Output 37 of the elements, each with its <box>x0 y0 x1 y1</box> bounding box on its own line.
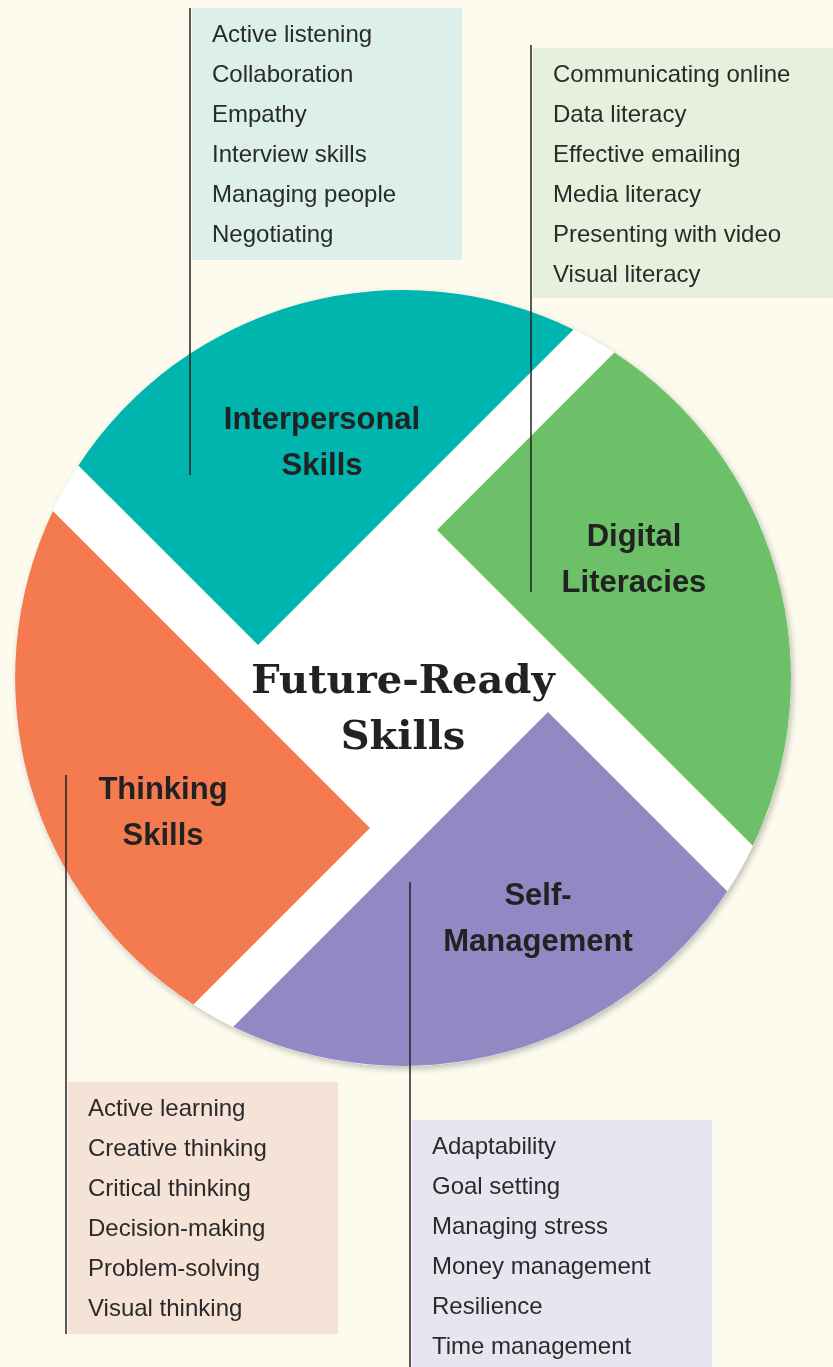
list-item: Managing stress <box>432 1211 609 1241</box>
leader-line <box>530 44 532 593</box>
list-item: Empathy <box>212 99 307 129</box>
list-panel <box>533 48 833 298</box>
list-item: Active learning <box>88 1093 246 1123</box>
list-item: Visual thinking <box>88 1293 243 1323</box>
list-item: Critical thinking <box>88 1173 251 1203</box>
list-item: Communicating online <box>553 59 791 89</box>
leader-line <box>65 774 67 1335</box>
list-item: Data literacy <box>553 99 687 129</box>
segment-label: Thinking Skills <box>97 770 229 854</box>
leader-line <box>189 7 191 476</box>
segment-label: Digital Literacies <box>560 517 708 601</box>
list-panel <box>192 8 462 260</box>
list-item: Adaptability <box>432 1131 557 1161</box>
list-item: Managing people <box>212 179 397 209</box>
list-panel <box>68 1082 338 1334</box>
list-panel <box>412 1120 712 1367</box>
list-item: Collaboration <box>212 59 354 89</box>
list-item: Problem-solving <box>88 1253 261 1283</box>
center-title: Future-Ready Skills <box>243 651 563 763</box>
list-item: Money management <box>432 1251 651 1281</box>
list-item: Resilience <box>432 1291 543 1321</box>
list-item: Presenting with video <box>553 219 782 249</box>
list-item: Time management <box>432 1331 632 1361</box>
list-item: Interview skills <box>212 139 367 169</box>
list-item: Active listening <box>212 19 373 49</box>
segment-label: Interpersonal Skills <box>222 400 422 484</box>
list-item: Decision-making <box>88 1213 266 1243</box>
segment-label: Self-Management <box>442 876 634 960</box>
list-item: Negotiating <box>212 219 334 249</box>
list-item: Creative thinking <box>88 1133 267 1163</box>
list-item: Visual literacy <box>553 259 701 289</box>
list-item: Goal setting <box>432 1171 561 1201</box>
list-item: Effective emailing <box>553 139 741 169</box>
leader-line <box>409 881 411 1367</box>
list-item: Media literacy <box>553 179 702 209</box>
